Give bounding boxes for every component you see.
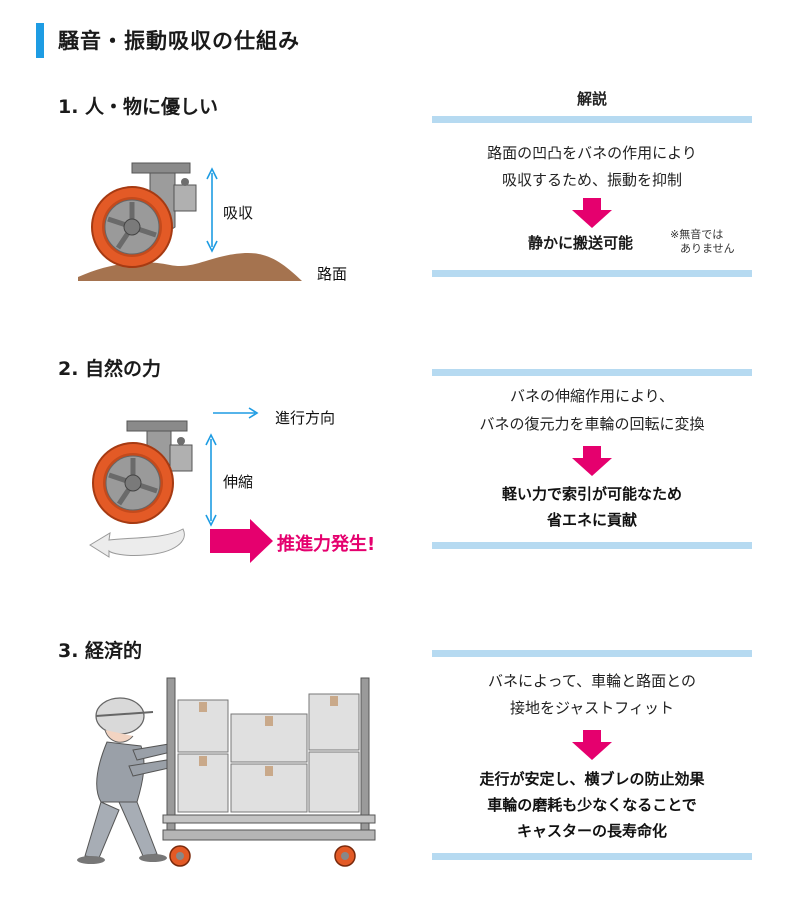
propulsion-arrow-icon <box>210 519 273 563</box>
section3-top-bar <box>432 650 752 657</box>
section2-text-1: バネの伸縮作用により、 <box>509 387 675 405</box>
caster-wheel-icon <box>92 442 174 524</box>
label-absorb: 吸収 <box>223 204 254 222</box>
down-arrow-icon <box>572 198 612 228</box>
section2-top-bar <box>432 369 752 376</box>
rotation-swoosh-icon <box>89 528 185 558</box>
section1-text-2: 吸収するため、振動を抑制 <box>501 171 682 189</box>
section3-bottom-bar <box>432 853 752 860</box>
absorb-arrow-icon <box>206 167 218 253</box>
road-surface <box>78 252 302 281</box>
note-line-1: ※無音では <box>670 228 724 241</box>
section3-result-1: 走行が安定し、横ブレの防止効果 <box>479 770 705 788</box>
section1-result: 静かに搬送可能 <box>528 234 634 252</box>
down-arrow-icon <box>572 730 612 760</box>
down-arrow-icon <box>572 446 612 476</box>
section1-top-bar <box>432 116 752 123</box>
section1-bottom-bar <box>432 270 752 277</box>
section1-heading: 1. 人・物に優しい <box>58 96 219 118</box>
panel-header: 解説 <box>576 90 607 108</box>
section3-result-3: キャスターの長寿命化 <box>516 822 667 840</box>
caster-wheel-icon <box>91 186 173 268</box>
note-line-2: ありません <box>680 242 735 255</box>
section1-text-1: 路面の凹凸をバネの作用により <box>487 144 697 162</box>
section2-caster-illustration <box>89 407 273 563</box>
section3-result-2: 車輪の磨耗も少なくなることで <box>487 796 697 814</box>
page-title: 騒音・振動吸収の仕組み <box>58 29 300 53</box>
section1-caster-illustration <box>78 162 302 281</box>
label-stretch: 伸縮 <box>223 473 254 491</box>
section2-heading: 2. 自然の力 <box>58 358 162 380</box>
worker-pushing-cart-icon <box>77 677 376 867</box>
section2-bottom-bar <box>432 542 752 549</box>
section2-text-2: バネの復元力を車輪の回転に変換 <box>479 415 705 433</box>
label-propulsion: 推進力発生! <box>277 534 376 555</box>
section3-text-2: 接地をジャストフィット <box>510 699 674 717</box>
title-accent-bar <box>36 23 44 58</box>
section2-result-2: 省エネに貢献 <box>546 511 637 529</box>
section3-heading: 3. 経済的 <box>58 640 143 662</box>
section3-text-1: バネによって、車輪と路面との <box>488 672 696 690</box>
label-road: 路面 <box>317 265 348 283</box>
label-direction: 進行方向 <box>275 409 336 427</box>
section2-result-1: 軽い力で索引が可能なため <box>501 485 682 503</box>
